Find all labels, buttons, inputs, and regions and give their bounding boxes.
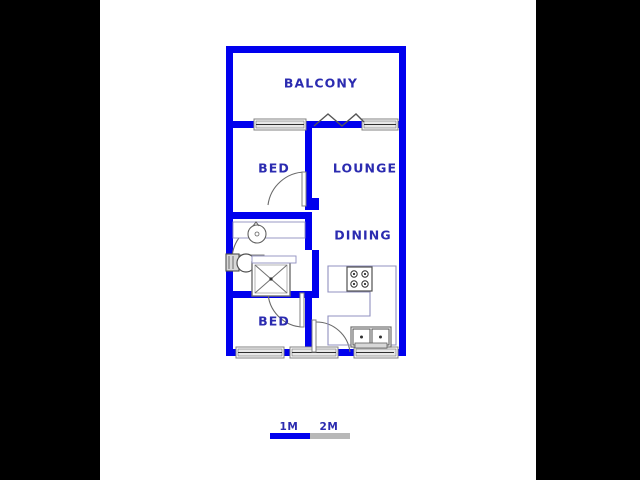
bathroom-counter bbox=[232, 221, 306, 239]
wash-basin bbox=[247, 221, 267, 244]
scale-bar-segment-1m bbox=[270, 433, 310, 439]
letterbox-right bbox=[536, 0, 640, 480]
sliding-door-balcony bbox=[313, 113, 365, 127]
window-bed-upper-top bbox=[253, 118, 307, 131]
wall-passage-east-lower bbox=[312, 250, 319, 298]
scale-bar: 1M 2M bbox=[270, 421, 350, 439]
window-lounge-top bbox=[361, 118, 399, 131]
room-label-bed-lower: BED bbox=[258, 314, 290, 329]
scale-label-1m: 1M bbox=[280, 421, 299, 433]
door-bed-lower bbox=[267, 290, 305, 328]
scale-bar-segment-2m bbox=[310, 433, 350, 439]
scale-label-2m: 2M bbox=[320, 421, 339, 433]
room-label-lounge: LOUNGE bbox=[333, 161, 397, 176]
wall-bathroom-east bbox=[305, 212, 312, 250]
stove-hob bbox=[346, 266, 373, 292]
floor-plan-drawing: BALCONY BED LOUNGE DINING BED 1M 2M bbox=[225, 46, 406, 439]
kitchen-sink bbox=[350, 326, 392, 349]
kitchen-counter bbox=[327, 265, 397, 346]
door-kitchen bbox=[311, 319, 351, 353]
wall-east bbox=[399, 46, 406, 356]
wall-bed-lower-east bbox=[305, 298, 312, 356]
wall-west bbox=[226, 46, 233, 356]
wall-bathroom-north bbox=[226, 212, 312, 219]
door-bed-upper bbox=[267, 171, 307, 207]
wall-bed-lounge-stub bbox=[305, 198, 312, 210]
floor-plan-canvas: BALCONY BED LOUNGE DINING BED 1M 2M bbox=[100, 0, 536, 480]
toilet bbox=[225, 253, 256, 273]
window-bed-lower-left bbox=[235, 346, 285, 359]
wall-passage-east-upper bbox=[312, 198, 319, 210]
letterbox-left bbox=[0, 0, 100, 480]
room-label-balcony: BALCONY bbox=[284, 76, 358, 91]
room-label-dining: DINING bbox=[334, 228, 391, 243]
window-kitchen bbox=[353, 346, 399, 359]
shower-tray bbox=[251, 255, 297, 297]
wall-north bbox=[226, 46, 406, 53]
wall-bed-lounge-vertical bbox=[305, 121, 312, 205]
room-label-bed-upper: BED bbox=[258, 161, 290, 176]
